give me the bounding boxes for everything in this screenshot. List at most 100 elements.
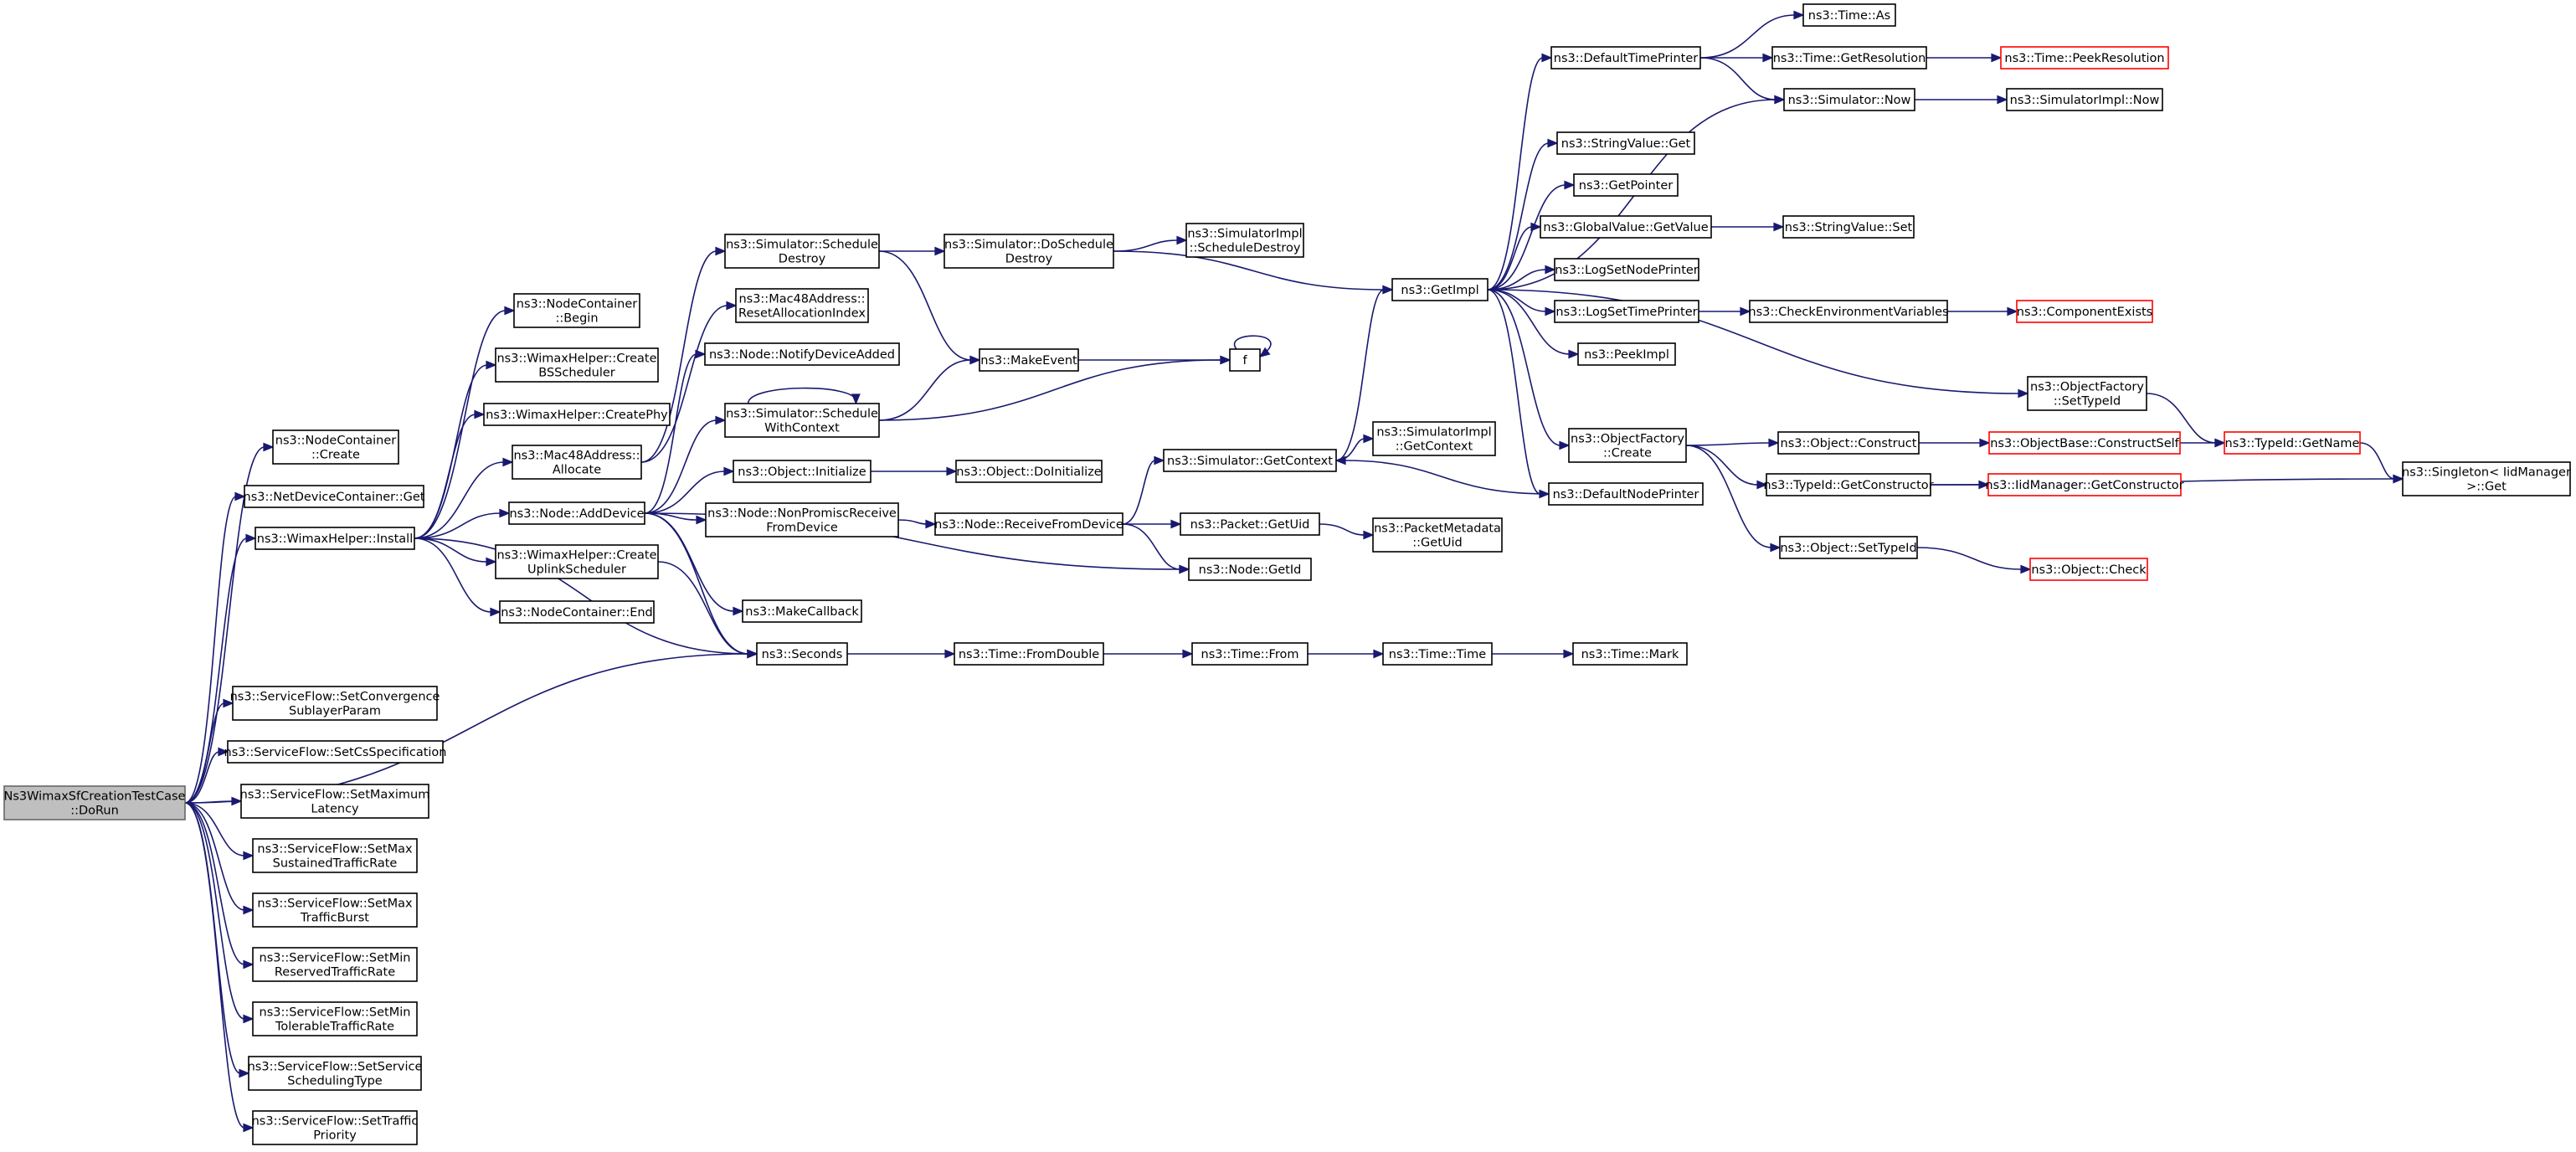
node-f[interactable]: f xyxy=(1229,348,1261,372)
node-obj-doinit[interactable]: ns3::Object::DoInitialize xyxy=(955,460,1103,483)
node-deftimeprinter[interactable]: ns3::DefaultTimePrinter xyxy=(1550,46,1701,69)
node-objfactory-create[interactable]: ns3::ObjectFactory::Create xyxy=(1568,428,1687,463)
node-root[interactable]: Ns3WimaxSfCreationTestCase::DoRun xyxy=(3,785,186,820)
node-makeevent[interactable]: ns3::MakeEvent xyxy=(979,348,1079,372)
node-nc-create[interactable]: ns3::NodeContainer::Create xyxy=(272,429,399,465)
node-time-time[interactable]: ns3::Time::Time xyxy=(1382,642,1493,666)
node-node-getid[interactable]: ns3::Node::GetId xyxy=(1188,558,1312,581)
node-singleton-get[interactable]: ns3::Singleton< IidManager >::Get xyxy=(2402,461,2571,496)
node-box xyxy=(2402,461,2571,496)
node-box xyxy=(724,403,880,438)
edge-arrowhead xyxy=(733,606,744,616)
node-box xyxy=(1771,46,1927,69)
node-obj-check[interactable]: ns3::Object::Check xyxy=(2029,558,2148,581)
node-sim-now[interactable]: ns3::Simulator::Now xyxy=(1783,88,1915,111)
node-label: ns3::TypeId::GetName xyxy=(2225,437,2360,450)
node-label: ns3::ObjectFactory xyxy=(2030,381,2144,394)
node-checkenv[interactable]: ns3::CheckEnvironmentVariables xyxy=(1748,300,1949,323)
node-makecallback[interactable]: ns3::MakeCallback xyxy=(742,599,862,623)
node-nc-begin[interactable]: ns3::NodeContainer::Begin xyxy=(513,293,640,328)
node-seconds[interactable]: ns3::Seconds xyxy=(756,642,848,666)
node-peekimpl[interactable]: ns3::PeekImpl xyxy=(1577,342,1676,366)
node-box xyxy=(272,429,399,465)
node-ndc-get[interactable]: ns3::NetDeviceContainer::Get xyxy=(244,485,425,508)
node-node-notify[interactable]: ns3::Node::NotifyDeviceAdded xyxy=(704,342,900,366)
node-sf-cs[interactable]: ns3::ServiceFlow::SetCsSpecification xyxy=(224,740,447,764)
node-typeid-getctor[interactable]: ns3::TypeId::GetConstructor xyxy=(1763,473,1934,496)
edge-arrowhead xyxy=(1382,285,1394,295)
edge-sim-doschedule-to-simimpl-destroy xyxy=(1113,235,1188,252)
node-sim-scheddestroy[interactable]: ns3::Simulator::ScheduleDestroy xyxy=(724,234,880,269)
node-typeid-getname[interactable]: ns3::TypeId::GetName xyxy=(2224,431,2361,455)
node-sim-getctx[interactable]: ns3::Simulator::GetContext xyxy=(1163,449,1337,472)
node-time-from[interactable]: ns3::Time::From xyxy=(1191,642,1309,666)
node-mac-alloc[interactable]: ns3::Mac48Address::Allocate xyxy=(512,445,642,480)
node-label: ns3::MakeEvent xyxy=(980,354,1077,368)
node-iidmanager-getctor[interactable]: ns3::IidManager::GetConstructor xyxy=(1985,473,2184,496)
edge-wh-install-to-wh-uplink xyxy=(414,537,497,567)
edge-arrowhead xyxy=(715,246,727,256)
node-componentexists[interactable]: ns3::ComponentExists xyxy=(2016,300,2153,323)
node-time-getres[interactable]: ns3::Time::GetResolution xyxy=(1771,46,1927,69)
node-obj-construct[interactable]: ns3::Object::Construct xyxy=(1777,431,1920,455)
node-simimpl-now[interactable]: ns3::SimulatorImpl::Now xyxy=(2006,88,2163,111)
node-globalvalue-get[interactable]: ns3::GlobalValue::GetValue xyxy=(1540,215,1712,239)
node-node-recv[interactable]: ns3::Node::ReceiveFromDevice xyxy=(934,512,1123,536)
node-sf-minres[interactable]: ns3::ServiceFlow::SetMinReservedTrafficR… xyxy=(252,947,418,982)
node-box xyxy=(1191,642,1309,666)
node-sf-mintol[interactable]: ns3::ServiceFlow::SetMinTolerableTraffic… xyxy=(252,1001,418,1036)
node-getimpl[interactable]: ns3::GetImpl xyxy=(1391,278,1489,301)
node-lognodeprinter[interactable]: ns3::LogSetNodePrinter xyxy=(1554,258,1699,281)
edge-arrowhead xyxy=(2020,564,2032,574)
node-node-adddev[interactable]: ns3::Node::AddDevice xyxy=(508,501,645,525)
node-label: SustainedTrafficRate xyxy=(273,857,398,871)
node-packet-getuid[interactable]: ns3::Packet::GetUid xyxy=(1180,512,1320,536)
node-simimpl-getctx[interactable]: ns3::SimulatorImpl::GetContext xyxy=(1372,421,1496,456)
node-logtimeprinter[interactable]: ns3::LogSetTimePrinter xyxy=(1554,300,1699,323)
node-label: ns3::Object::DoInitialize xyxy=(956,465,1102,479)
node-wh-install[interactable]: ns3::WimaxHelper::Install xyxy=(255,527,415,550)
node-simimpl-destroy[interactable]: ns3::SimulatorImpl::ScheduleDestroy xyxy=(1185,223,1304,258)
node-pktmeta-getuid[interactable]: ns3::PacketMetadata::GetUid xyxy=(1372,517,1503,553)
node-label: ns3::ComponentExists xyxy=(2017,306,2153,319)
edge-arrowhead xyxy=(1373,649,1385,659)
node-objfactory-settypeid[interactable]: ns3::ObjectFactory::SetTypeId xyxy=(2027,376,2147,411)
node-sf-convergence[interactable]: ns3::ServiceFlow::SetConvergenceSublayer… xyxy=(230,686,440,721)
edge-arrowhead xyxy=(263,442,275,452)
node-label: ns3::SimulatorImpl::Now xyxy=(2010,94,2160,107)
node-obj-settypeid[interactable]: ns3::Object::SetTypeId xyxy=(1779,536,1918,559)
edge-arrowhead xyxy=(243,851,255,861)
node-time-as[interactable]: ns3::Time::As xyxy=(1802,3,1896,27)
node-sf-maxsus[interactable]: ns3::ServiceFlow::SetMaxSustainedTraffic… xyxy=(252,838,418,873)
node-nc-end[interactable]: ns3::NodeContainer::End xyxy=(499,600,655,624)
node-getpointer[interactable]: ns3::GetPointer xyxy=(1573,173,1679,197)
edge-arrowhead xyxy=(925,519,937,529)
node-time-peekres[interactable]: ns3::Time::PeekResolution xyxy=(2000,46,2169,69)
node-wh-phy[interactable]: ns3::WimaxHelper::CreatePhy xyxy=(483,403,671,426)
node-sf-sched[interactable]: ns3::ServiceFlow::SetServiceSchedulingTy… xyxy=(248,1056,423,1091)
edge-line xyxy=(414,537,488,563)
edge-root-to-sf-mintol xyxy=(184,802,255,1024)
node-obj-init[interactable]: ns3::Object::Initialize xyxy=(733,460,872,483)
edge-line xyxy=(1487,289,1561,446)
node-mac-reset[interactable]: ns3::Mac48Address::ResetAllocationIndex xyxy=(735,288,869,323)
node-stringvalue-get[interactable]: ns3::StringValue::Get xyxy=(1556,131,1695,155)
node-time-fromdouble[interactable]: ns3::Time::FromDouble xyxy=(954,642,1104,666)
edge-line xyxy=(747,387,857,404)
node-defnodeprinter[interactable]: ns3::DefaultNodePrinter xyxy=(1548,482,1704,506)
edge-getimpl-to-peekimpl xyxy=(1487,289,1580,359)
node-objbase-constructself[interactable]: ns3::ObjectBase::ConstructSelf xyxy=(1988,431,2181,455)
node-label: ResetAllocationIndex xyxy=(738,307,866,321)
node-box xyxy=(240,784,429,819)
node-time-mark[interactable]: ns3::Time::Mark xyxy=(1572,642,1688,666)
node-stringvalue-set[interactable]: ns3::StringValue::Set xyxy=(1782,215,1915,239)
node-label: ns3::Simulator::Schedule xyxy=(726,239,878,252)
